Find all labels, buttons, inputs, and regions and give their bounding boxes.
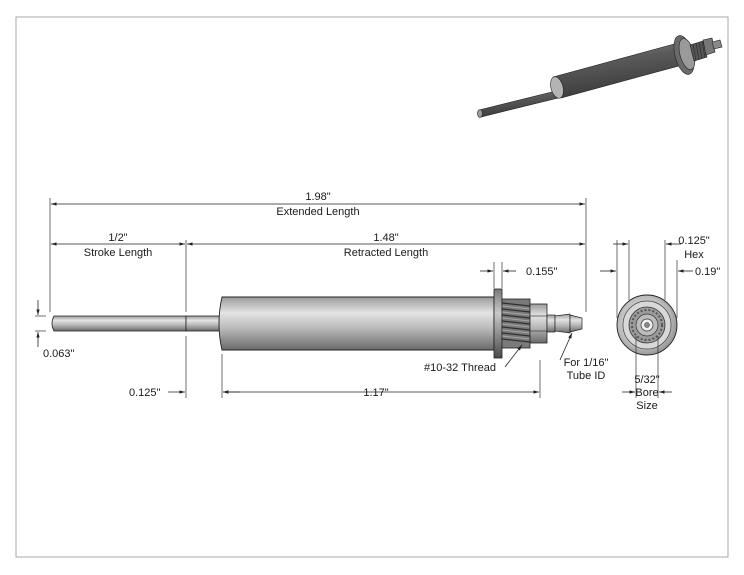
outer-diameter-value: 0.19" — [695, 266, 720, 278]
sheet-border — [15, 16, 729, 558]
thread-callout: #10-32 Thread — [424, 362, 496, 374]
stroke-length-value: 1/2" — [108, 232, 127, 244]
body-length-value: 1.17" — [363, 387, 388, 399]
dimension-labels: 1.98" Extended Length 1/2" Stroke Length… — [43, 191, 720, 412]
isometric-view — [477, 35, 723, 118]
end-view — [616, 294, 678, 356]
side-view — [51, 288, 583, 359]
tube-callout-line2: Tube ID — [567, 370, 606, 382]
extended-length-label: Extended Length — [276, 206, 359, 218]
dimension-lines — [35, 198, 693, 398]
flange-thickness-value: 0.155" — [526, 266, 558, 278]
bore-size-value: 5/32" — [634, 374, 659, 386]
retracted-length-value: 1.48" — [373, 232, 398, 244]
hex-size-value: 0.125" — [678, 235, 710, 247]
retracted-length-label: Retracted Length — [344, 247, 428, 259]
tube-callout-line1: For 1/16" — [564, 357, 609, 369]
bore-size-line2: Bore — [635, 387, 658, 399]
rod-end-length-value: 0.125" — [129, 387, 161, 399]
extended-length-value: 1.98" — [305, 191, 330, 203]
stroke-length-label: Stroke Length — [84, 247, 153, 259]
hex-size-label: Hex — [684, 249, 704, 261]
rod-diameter-value: 0.063" — [43, 348, 75, 360]
bore-size-line3: Size — [636, 400, 657, 412]
